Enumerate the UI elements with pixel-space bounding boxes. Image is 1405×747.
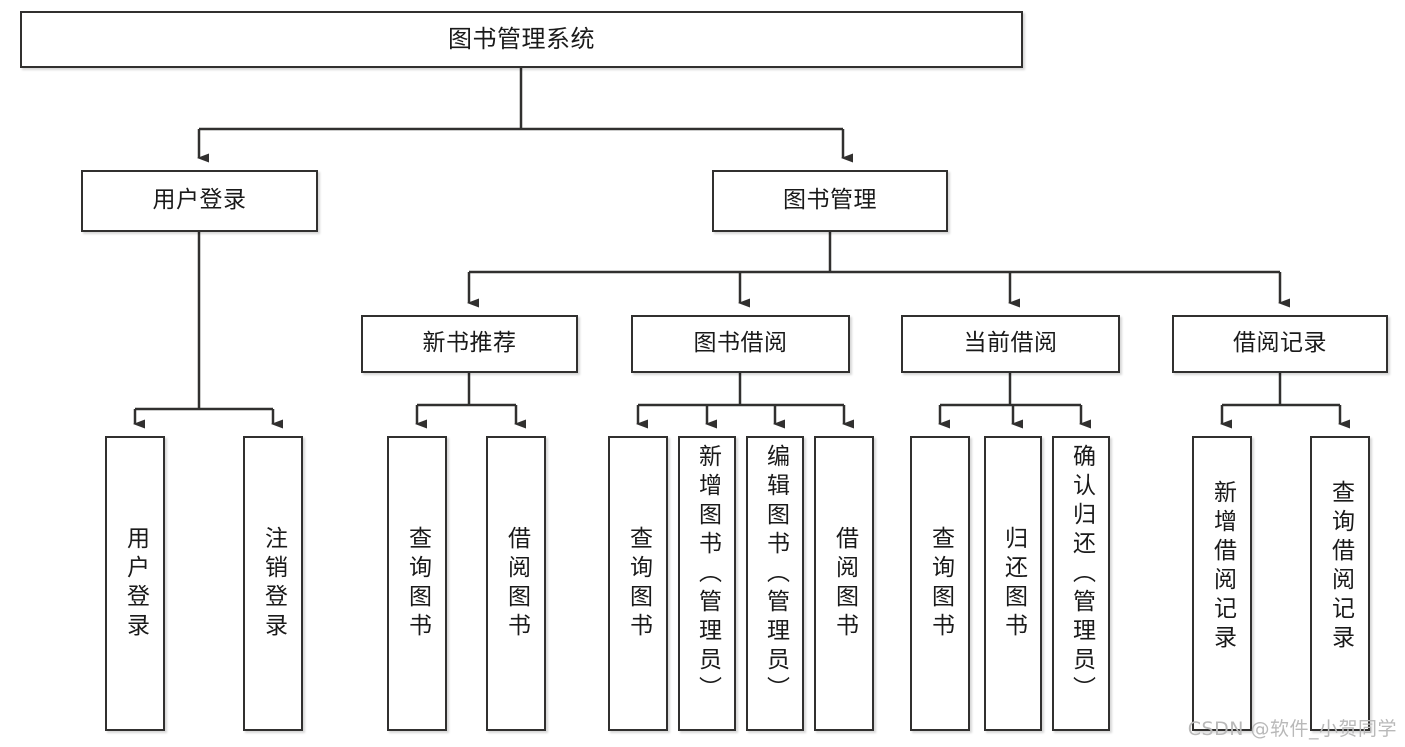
node-leaf-confirm-return[interactable]: 确认归还（管理员） [1052,436,1110,731]
node-leaf-user-login[interactable]: 用户登录 [105,436,165,731]
node-leaf-user-logout-label: 注销登录 [260,526,287,642]
node-leaf-edit-book-label: 编辑图书（管理员） [762,444,789,705]
node-root-label: 图书管理系统 [448,25,595,54]
node-book-borrow[interactable]: 图书借阅 [631,315,850,373]
node-current-borrow[interactable]: 当前借阅 [901,315,1120,373]
node-current-borrow-label: 当前借阅 [963,330,1058,357]
watermark: CSDN @软件_小贺同学 [1187,718,1397,740]
node-leaf-query-record-label: 查询借阅记录 [1327,480,1354,654]
node-leaf-add-book[interactable]: 新增图书（管理员） [678,436,736,731]
node-new-book-rec[interactable]: 新书推荐 [361,315,578,373]
node-leaf-query-book-1-label: 查询图书 [404,526,431,642]
node-user-login-label: 用户登录 [152,187,247,214]
node-book-manage[interactable]: 图书管理 [712,170,948,232]
node-leaf-return-book[interactable]: 归还图书 [984,436,1042,731]
node-leaf-borrow-book-2[interactable]: 借阅图书 [814,436,874,731]
node-leaf-query-record[interactable]: 查询借阅记录 [1310,436,1370,731]
node-leaf-confirm-return-label: 确认归还（管理员） [1068,444,1095,705]
node-leaf-query-book-1[interactable]: 查询图书 [387,436,447,731]
node-leaf-borrow-book-1[interactable]: 借阅图书 [486,436,546,731]
node-book-manage-label: 图书管理 [783,187,877,214]
node-new-book-rec-label: 新书推荐 [422,330,517,357]
node-leaf-add-book-label: 新增图书（管理员） [694,444,721,705]
node-leaf-return-book-label: 归还图书 [1000,526,1027,642]
node-leaf-query-book-3[interactable]: 查询图书 [910,436,970,731]
node-book-borrow-label: 图书借阅 [693,330,788,357]
node-leaf-borrow-book-2-label: 借阅图书 [831,526,858,642]
node-leaf-query-book-2-label: 查询图书 [625,526,652,642]
node-leaf-add-record-label: 新增借阅记录 [1209,480,1236,654]
node-borrow-record[interactable]: 借阅记录 [1172,315,1388,373]
node-leaf-borrow-book-1-label: 借阅图书 [503,526,530,642]
node-leaf-edit-book[interactable]: 编辑图书（管理员） [746,436,804,731]
node-leaf-query-book-2[interactable]: 查询图书 [608,436,668,731]
node-root[interactable]: 图书管理系统 [20,11,1023,68]
node-leaf-user-logout[interactable]: 注销登录 [243,436,303,731]
node-leaf-add-record[interactable]: 新增借阅记录 [1192,436,1252,731]
node-user-login[interactable]: 用户登录 [81,170,318,232]
node-borrow-record-label: 借阅记录 [1233,330,1327,357]
node-leaf-query-book-3-label: 查询图书 [927,526,954,642]
node-leaf-user-login-label: 用户登录 [122,526,149,642]
